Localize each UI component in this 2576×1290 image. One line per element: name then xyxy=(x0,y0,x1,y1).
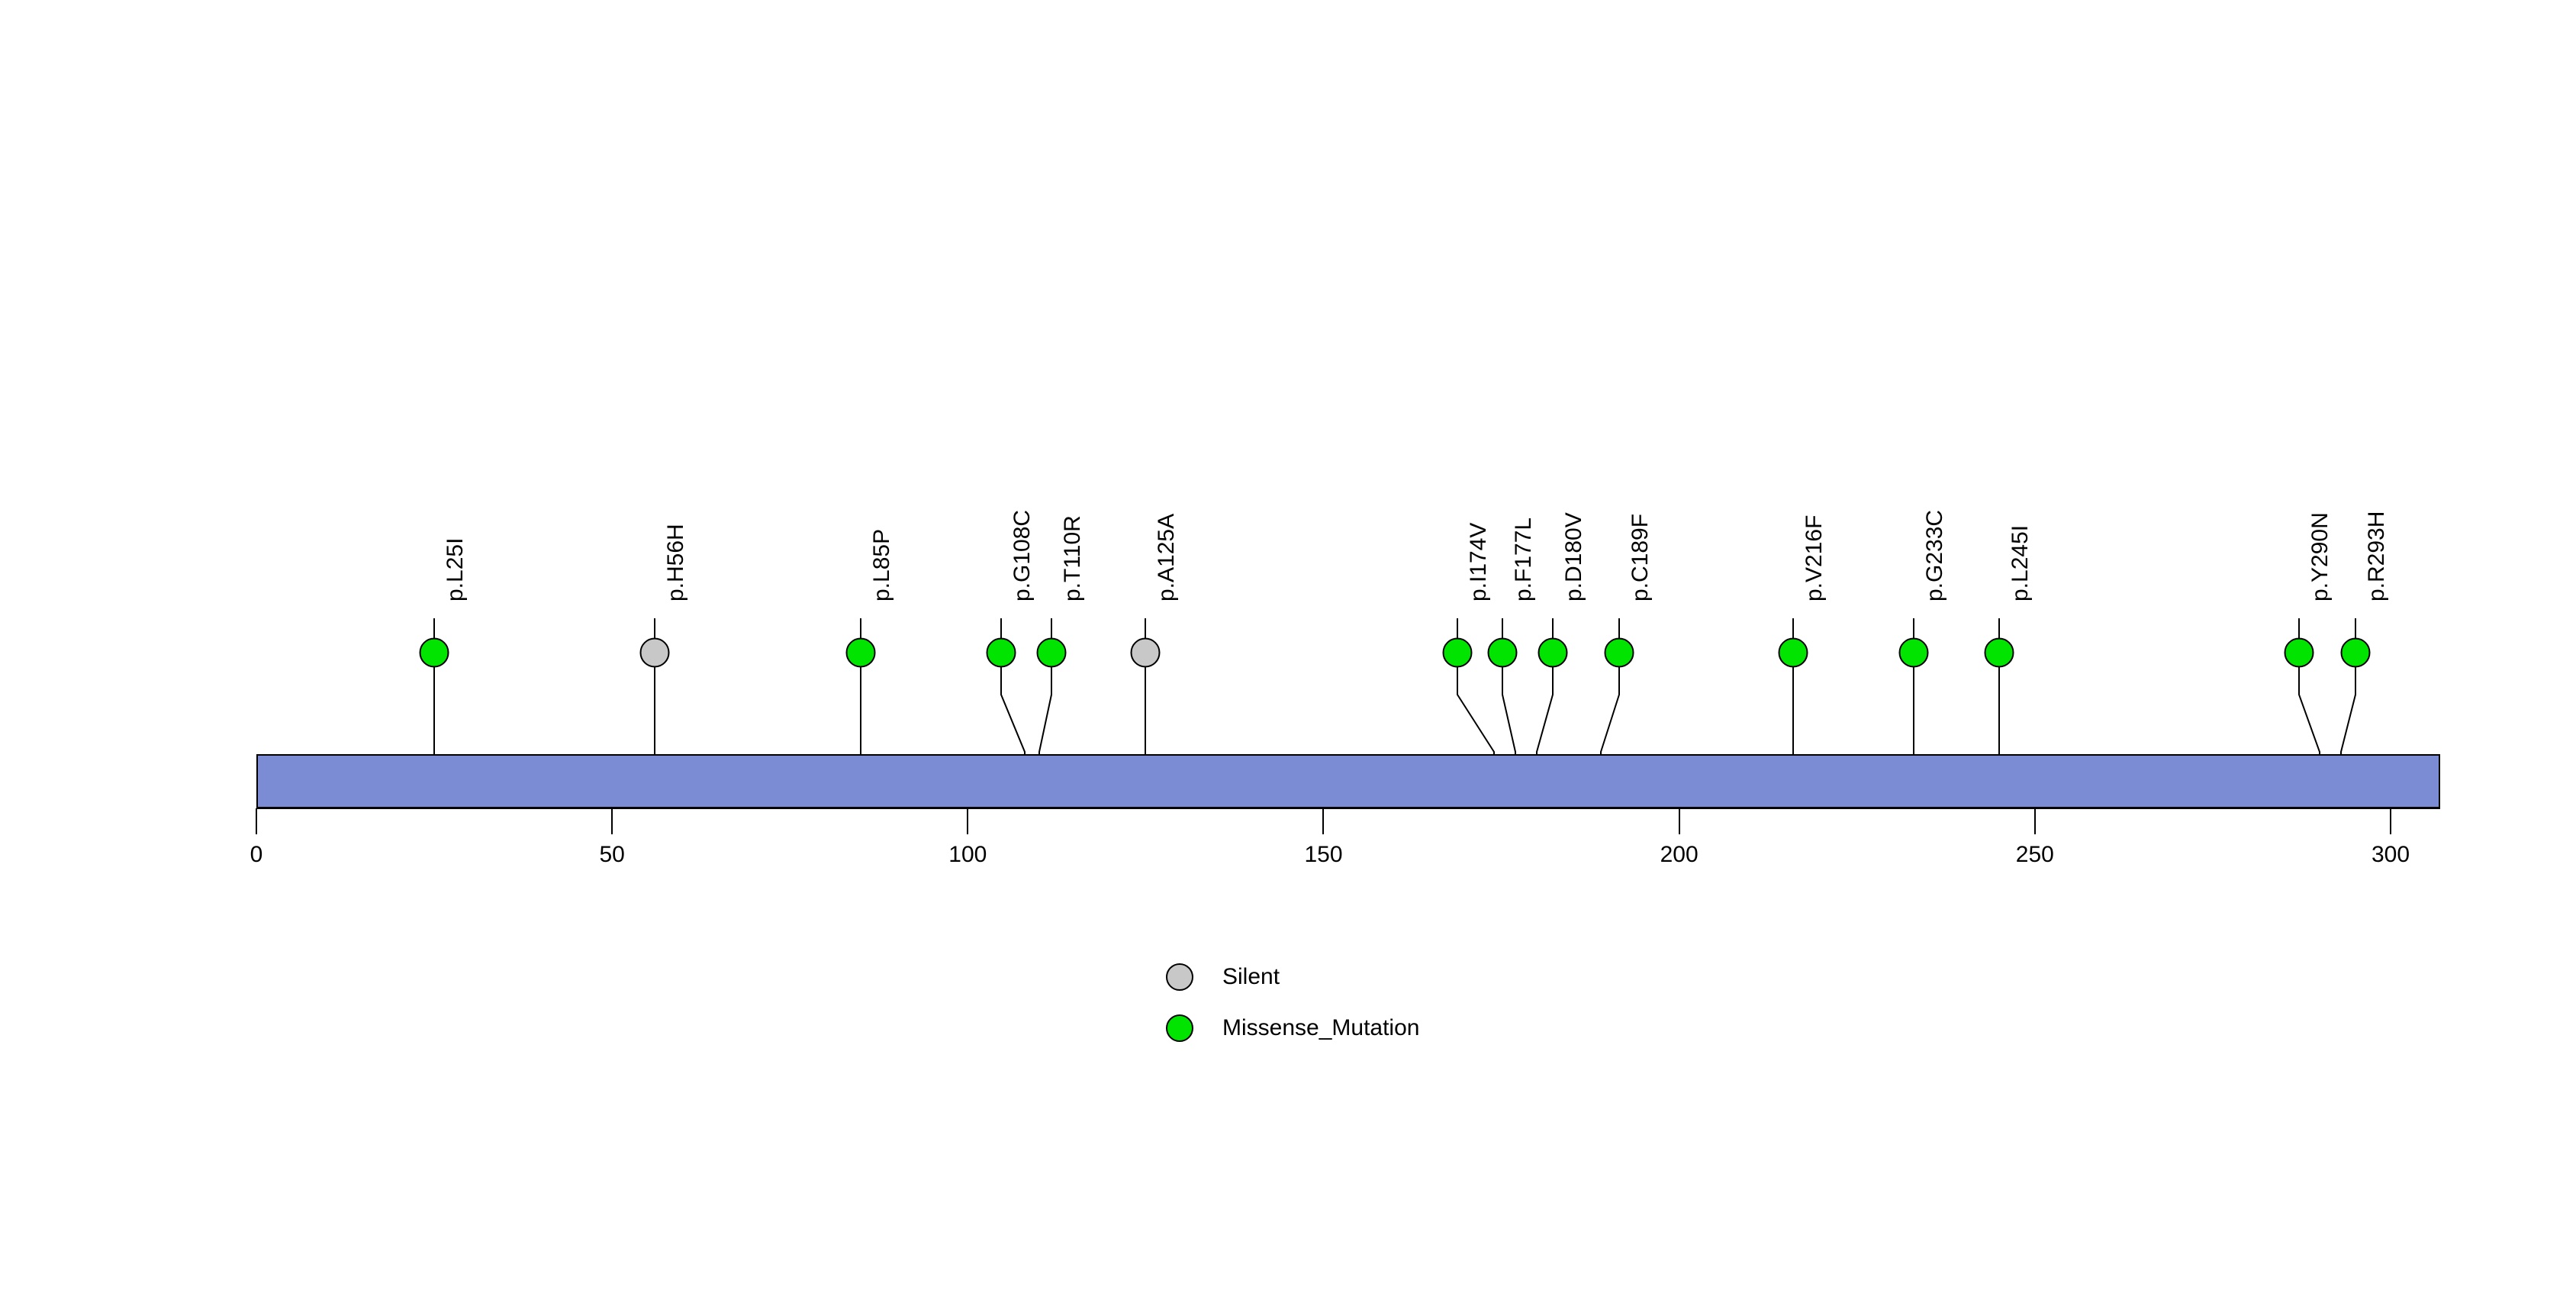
lollipop-stem-bent xyxy=(2297,653,2320,756)
mutation-marker[interactable] xyxy=(2340,637,2371,668)
mutation-marker[interactable] xyxy=(1487,637,1518,668)
mutation-label: p.V216F xyxy=(1801,514,1827,601)
lollipop-stem-top xyxy=(433,618,436,653)
axis-tick xyxy=(1678,808,1680,834)
mutation-marker[interactable] xyxy=(1778,637,1808,668)
mutation-marker[interactable] xyxy=(986,637,1016,668)
axis-tick-label: 200 xyxy=(1660,842,1699,867)
lollipop-stem-top xyxy=(2354,618,2356,653)
mutation-label: p.R293H xyxy=(2363,511,2389,601)
axis-tick-label: 300 xyxy=(2371,842,2410,867)
lollipop-stem-top xyxy=(1502,618,1504,653)
axis-tick-label: 0 xyxy=(250,842,263,867)
lollipop-stem-bent xyxy=(1600,653,1621,756)
mutation-label: p.T110R xyxy=(1059,515,1085,601)
axis-tick xyxy=(256,808,257,834)
mutation-label: p.F177L xyxy=(1511,517,1537,601)
mutation-label: p.L85P xyxy=(869,528,895,601)
mutation-marker[interactable] xyxy=(639,637,670,668)
lollipop-stem xyxy=(433,653,436,756)
lollipop-stem-top xyxy=(1000,618,1002,653)
axis-tick xyxy=(1322,808,1325,834)
mutation-label: p.D180V xyxy=(1561,512,1587,601)
lollipop-stem-top xyxy=(1457,618,1459,653)
lollipop-stem-bent xyxy=(2339,653,2356,756)
lollipop-stem-bent xyxy=(1536,653,1554,756)
lollipop-stem-bent xyxy=(1457,653,1496,756)
mutation-label: p.L25I xyxy=(443,537,469,601)
mutation-marker[interactable] xyxy=(845,637,876,668)
legend-item[interactable]: Silent xyxy=(1166,963,1280,991)
lollipop-stem-top xyxy=(1618,618,1621,653)
lollipop-stem xyxy=(860,653,862,756)
legend-swatch-silent xyxy=(1166,963,1193,991)
lollipop-stem xyxy=(1913,653,1915,756)
lollipop-stem-top xyxy=(860,618,862,653)
lollipop-stem-top xyxy=(654,618,656,653)
lollipop-stem-top xyxy=(1913,618,1915,653)
mutation-marker[interactable] xyxy=(1984,637,2014,668)
mutation-label: p.A125A xyxy=(1154,513,1180,601)
legend-label: Silent xyxy=(1222,964,1280,989)
mutation-label: p.H56H xyxy=(663,524,689,601)
lollipop-stem-top xyxy=(1145,618,1147,653)
axis-tick xyxy=(967,808,969,834)
axis-tick-label: 50 xyxy=(599,842,625,867)
lollipop-stem-top xyxy=(1552,618,1554,653)
axis-tick-label: 100 xyxy=(948,842,987,867)
lollipop-stem-bent xyxy=(1502,653,1517,756)
axis-tick xyxy=(2033,808,2036,834)
mutation-label: p.G233C xyxy=(1922,509,1948,601)
lollipop-stem-bent xyxy=(1000,653,1026,756)
legend-item[interactable]: Missense_Mutation xyxy=(1166,1014,1419,1042)
legend-label: Missense_Mutation xyxy=(1222,1015,1420,1040)
axis-tick xyxy=(2389,808,2391,834)
legend-swatch-missense_mutation xyxy=(1166,1014,1193,1042)
lollipop-stem-top xyxy=(1792,618,1794,653)
lollipop-stem-bent xyxy=(1038,653,1052,756)
mutation-marker[interactable] xyxy=(1442,637,1473,668)
axis-tick-label: 250 xyxy=(2015,842,2054,867)
lollipop-stem xyxy=(1792,653,1794,756)
axis-baseline xyxy=(256,808,2441,809)
lollipop-stem xyxy=(1998,653,2001,756)
axis-tick-label: 150 xyxy=(1304,842,1343,867)
mutation-label: p.Y290N xyxy=(2307,512,2333,601)
lollipop-stem-top xyxy=(2297,618,2300,653)
mutation-marker[interactable] xyxy=(1538,637,1568,668)
mutation-marker[interactable] xyxy=(1604,637,1634,668)
mutation-marker[interactable] xyxy=(2284,637,2314,668)
mutation-marker[interactable] xyxy=(419,637,449,668)
lollipop-stem xyxy=(1145,653,1147,756)
lollipop-stem xyxy=(654,653,656,756)
lollipop-stem-top xyxy=(1998,618,2001,653)
mutation-marker[interactable] xyxy=(1036,637,1067,668)
axis-tick xyxy=(611,808,613,834)
mutation-marker[interactable] xyxy=(1130,637,1161,668)
protein-backbone-bar[interactable] xyxy=(256,754,2441,808)
mutation-label: p.I174V xyxy=(1466,522,1492,601)
mutation-marker[interactable] xyxy=(1898,637,1929,668)
lollipop-stem-top xyxy=(1050,618,1052,653)
mutation-label: p.G108C xyxy=(1009,509,1035,601)
mutation-label: p.C189F xyxy=(1628,513,1653,601)
mutation-label: p.L245I xyxy=(2008,524,2033,601)
